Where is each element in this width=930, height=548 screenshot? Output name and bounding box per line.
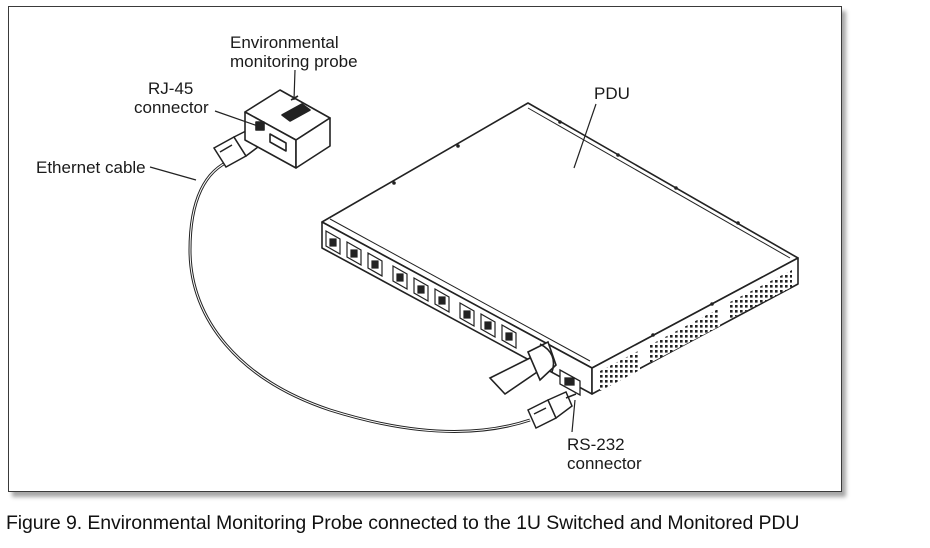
outlet-1: [325, 229, 341, 256]
pdu-screws: [392, 120, 740, 337]
label-ethernet-cable: Ethernet cable: [36, 158, 146, 177]
outlet-4: [392, 264, 408, 291]
pdu-unit: [321, 102, 799, 395]
probe-right: [295, 117, 331, 169]
outlet-2: [346, 240, 362, 267]
label-probe-line1: Environmental: [230, 33, 339, 52]
label-rs232-line2: connector: [567, 454, 642, 473]
outlet-6: [434, 287, 450, 314]
rs232-port: [559, 368, 581, 397]
label-rs232-line1: RS-232: [567, 435, 625, 454]
outlet-7: [459, 301, 475, 328]
label-rj45-line2: connector: [134, 98, 209, 117]
power-cord: [488, 340, 557, 396]
label-pdu: PDU: [594, 84, 630, 103]
rj45-plug-pdu: [527, 391, 577, 430]
figure-caption: Figure 9. Environmental Monitoring Probe…: [6, 512, 800, 534]
outlet-3: [367, 251, 383, 278]
outlet-9: [501, 323, 517, 350]
pdu-top-face: [321, 102, 799, 369]
leader-lines: [149, 69, 597, 433]
label-probe-line2: monitoring probe: [230, 52, 358, 71]
pdu-outlets: [325, 229, 517, 350]
pdu-vents: [600, 270, 792, 391]
outlet-8: [480, 312, 496, 339]
monitoring-probe: [244, 89, 331, 169]
outlet-5: [413, 276, 429, 303]
label-rj45-line1: RJ-45: [148, 79, 193, 98]
